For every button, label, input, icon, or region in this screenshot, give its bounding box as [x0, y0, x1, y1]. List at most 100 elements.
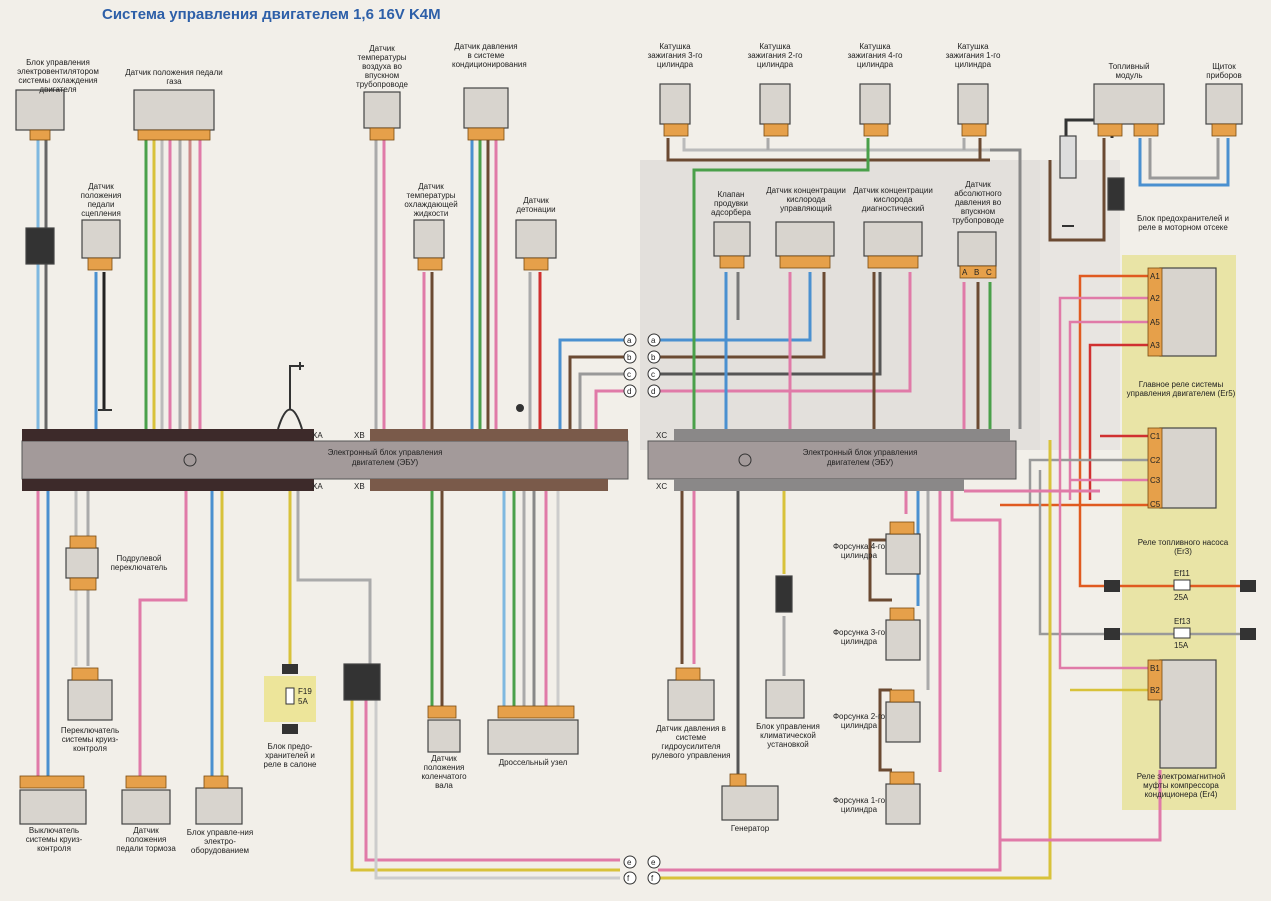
inj3-box: [885, 619, 921, 661]
label-ps-pressure: Датчик давления в системе гидроусилителя…: [651, 724, 731, 760]
label-column-switch: Подрулевой переключатель: [110, 554, 168, 572]
map-pin-b: B: [974, 268, 979, 277]
label-ac-pressure: Датчик давления в системе кондиционирова…: [452, 42, 527, 69]
relay-pin-labels: A1 A2 A5 A3 C1 C2 C3 C5 B1 B2 A B C: [962, 268, 1161, 695]
electro-unit-box: [195, 787, 243, 825]
connector-xc-top: XC: [656, 431, 667, 440]
pin-c3: C3: [1150, 476, 1161, 485]
label-ac-relay: Реле электромагнитной муфты компрессора …: [1136, 772, 1226, 799]
knock-box: [515, 219, 557, 259]
fuel-module-box: [1093, 83, 1165, 125]
pin-a5: A5: [1150, 318, 1160, 327]
ecu-xa-top-strip: [22, 429, 314, 441]
o2-main-box: [775, 221, 835, 257]
clutch-pos-box: [81, 219, 121, 259]
label-crank: Датчик положения коленчатого вала: [421, 754, 467, 790]
label-inj1: Форсунка 1-го цилиндра: [832, 796, 886, 814]
fuse-f19-conn-top: [282, 664, 298, 674]
connector-climate: [775, 575, 793, 613]
label-canister: Клапан продувки адсорбера: [711, 190, 751, 217]
engine-zone-bg: [640, 160, 1040, 450]
coil2-box: [759, 83, 791, 125]
ecu-ground-symbol-2: [738, 453, 752, 467]
coil4-box: [859, 83, 891, 125]
connector-xb-top: XB: [354, 431, 365, 440]
inj1-box: [885, 783, 921, 825]
label-coil3: Катушка зажигания 3-го цилиндра: [647, 42, 703, 69]
wires-lower-right: [658, 440, 1162, 880]
air-temp-box: [363, 91, 401, 129]
connector-c11: [343, 663, 381, 701]
label-coil2: Катушка зажигания 2-го цилиндра: [747, 42, 803, 69]
connector-77: [1059, 135, 1077, 179]
label-cabin-fuse: Блок предо-хранителей и реле в салоне: [263, 742, 317, 769]
climate-box: [765, 679, 805, 719]
label-inj2: Форсунка 2-го цилиндра: [832, 712, 886, 730]
fan-control-box: [15, 89, 65, 131]
fuse-f19-conn-bottom: [282, 724, 298, 734]
cruise-switch-box: [67, 679, 113, 721]
pin-b1: B1: [1150, 664, 1160, 673]
column-switch-box: [65, 547, 99, 579]
label-generator: Генератор: [730, 824, 770, 833]
ecu-xb-bottom-strip: [370, 479, 608, 491]
pump-relay-box: [1159, 427, 1217, 509]
fuses: Ef11 25A Ef13 15A F19 5A: [282, 569, 1256, 734]
pin-b2: B2: [1150, 686, 1160, 695]
label-pedal-pos: Датчик положения педали газа: [125, 68, 223, 86]
fuse-ef11-body: [1173, 579, 1191, 591]
throttle-box: [487, 719, 579, 755]
label-fan-control: Блок управления электровентилятором сист…: [17, 58, 99, 94]
wires-lower-left: [36, 491, 620, 880]
coil3-box: [659, 83, 691, 125]
ecu-xc-bottom-strip: [674, 479, 964, 491]
map-box: [957, 231, 997, 267]
bus-a-right: a: [651, 336, 656, 345]
ecu-xb-top-strip: [370, 429, 628, 441]
fuse-ef13-label: Ef13: [1174, 617, 1191, 626]
label-coil4: Катушка зажигания 4-го цилиндра: [847, 42, 903, 69]
brake-pos-box: [121, 789, 171, 825]
label-map: Датчик абсолютного давления во впускном …: [952, 180, 1004, 225]
connector-xb-bottom: XB: [354, 482, 365, 491]
o2-diag-box: [863, 221, 923, 257]
label-brake-pos: Датчик положения педали тормоза: [116, 826, 176, 853]
inj4-box: [885, 533, 921, 575]
pin-a2: A2: [1150, 294, 1160, 303]
map-pin-c: C: [986, 268, 992, 277]
bus-a-left: a: [627, 336, 632, 345]
connector-c1: [1107, 177, 1125, 211]
label-fuse-box: Блок предохранителей и реле в моторном о…: [1137, 214, 1229, 232]
pin-c1: C1: [1150, 432, 1161, 441]
ecu-xc-top-strip: [674, 429, 1010, 441]
label-instrument: Щиток приборов: [1206, 62, 1242, 80]
bus-b-right: b: [651, 353, 656, 362]
bus-connectors: a b c d a b c d e f e f: [623, 333, 661, 885]
fuse-f19-body: [285, 687, 295, 705]
inj2-box: [885, 701, 921, 743]
pin-a3: A3: [1150, 341, 1160, 350]
connector-xa-bottom: XA: [312, 482, 323, 491]
pin-c2: C2: [1150, 456, 1161, 465]
coil1-box: [957, 83, 989, 125]
main-relay-box: [1159, 267, 1217, 357]
coolant-temp-box: [413, 219, 445, 259]
label-electro-unit: Блок управле-ния электро-оборудованием: [186, 828, 254, 855]
bus-c-left: c: [627, 370, 631, 379]
label-throttle: Дроссельный узел: [498, 758, 568, 767]
wires-bus-abcd: [558, 272, 912, 429]
bus-b-left: b: [627, 353, 632, 362]
bus-e-right: e: [651, 858, 656, 867]
label-coil1: Катушка зажигания 1-го цилиндра: [945, 42, 1001, 69]
fuse-f19-amp: 5A: [298, 697, 308, 706]
label-coolant-temp: Датчик температуры охлаждающей жидкости: [404, 182, 458, 218]
fuse-f19-label: F19: [298, 687, 312, 696]
ecu-xa-bottom-strip: [22, 479, 314, 491]
fuse-ef11-conn-left: [1104, 580, 1120, 592]
connector-block-1: [25, 227, 55, 265]
instrument-box: [1205, 83, 1243, 125]
label-climate: Блок управления климатической установкой: [756, 722, 820, 749]
label-clutch-pos: Датчик положения педали сцепления: [80, 182, 122, 218]
fuse-ef13-amp: 15A: [1174, 641, 1189, 650]
generator-box: [721, 785, 779, 821]
